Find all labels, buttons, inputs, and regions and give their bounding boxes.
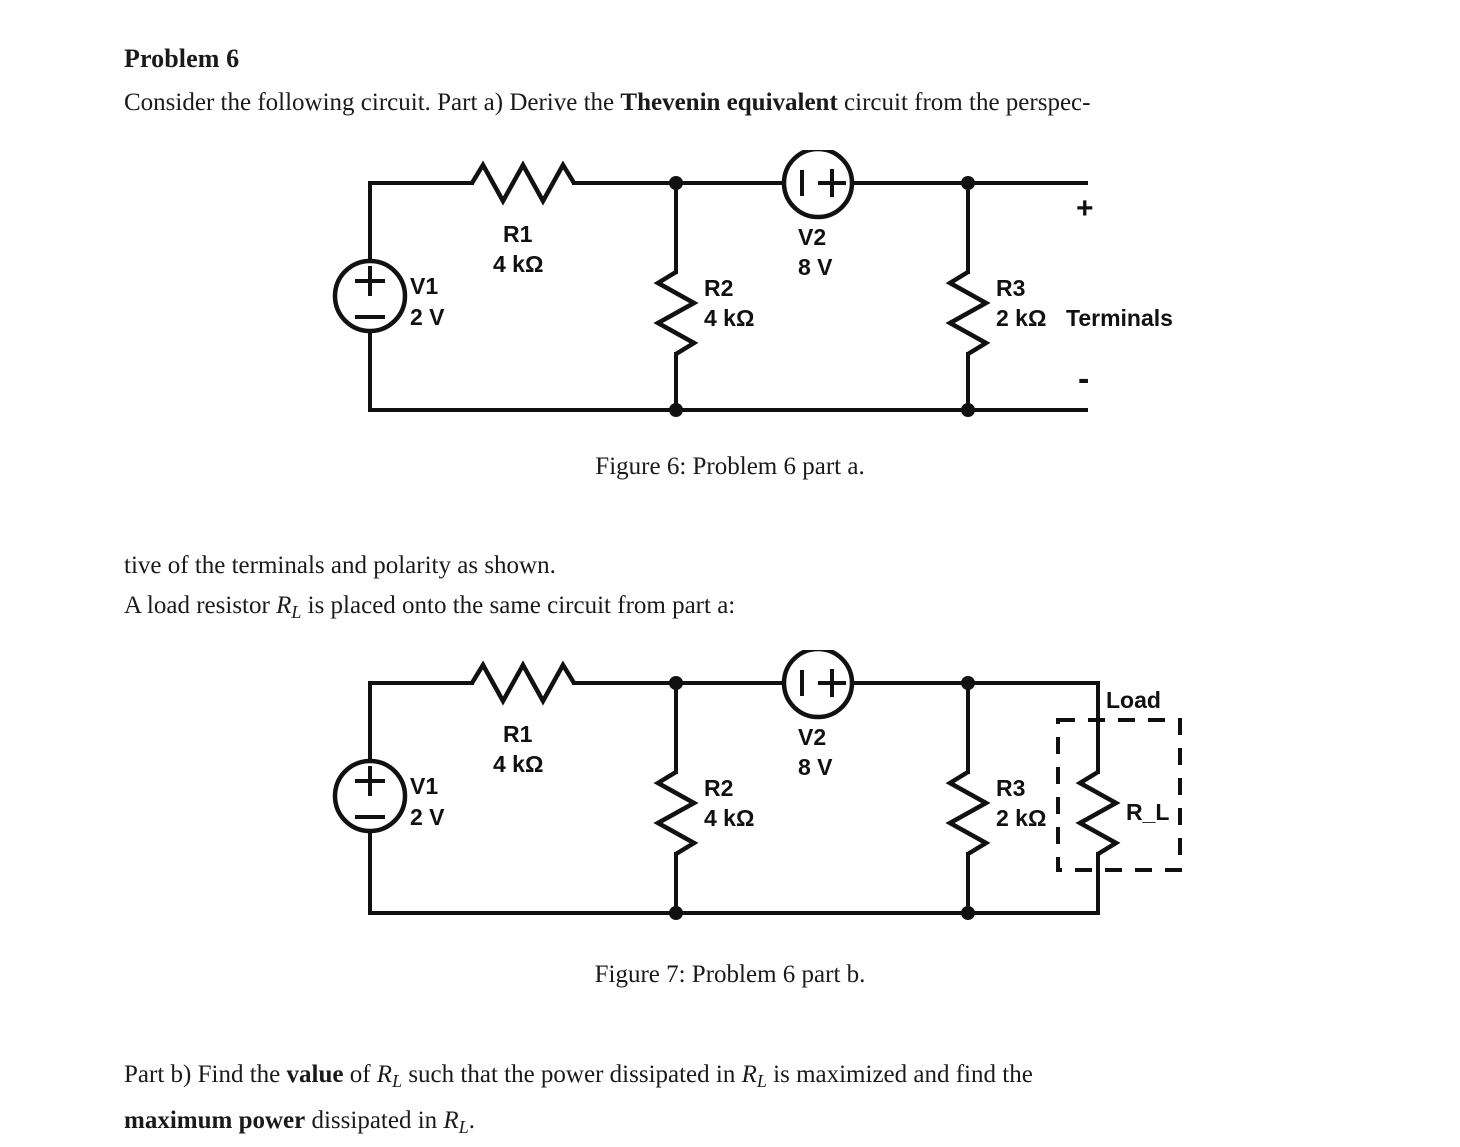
junction-node xyxy=(669,176,683,190)
terminals-label: Terminals xyxy=(1066,305,1173,331)
v2-label: V2 xyxy=(798,724,826,750)
r1-value: 4 kΩ xyxy=(493,751,543,777)
end-bold-value: value xyxy=(286,1061,344,1088)
v1-value: 2 V xyxy=(410,304,445,330)
rl-subscript-1: L xyxy=(392,1071,403,1092)
figure-7-caption: Figure 7: Problem 6 part b. xyxy=(594,961,866,988)
v1-label: V1 xyxy=(410,773,438,799)
r2-value: 4 kΩ xyxy=(704,305,754,331)
load-dashed-box xyxy=(1056,718,1182,872)
intro-paragraph: Consider the following circuit. Part a) … xyxy=(124,83,1414,123)
figure-6-circuit: V1 2 V R1 4 kΩ R2 4 kΩ V2 8 V R3 2 kΩ Te… xyxy=(300,150,1200,440)
junction-node xyxy=(961,176,975,190)
figure-6-caption: Figure 6: Problem 6 part a. xyxy=(595,453,865,480)
end-paragraph: Part b) Find the value of RL such that t… xyxy=(124,1055,1414,1147)
end-line-1: Part b) Find the value of RL such that t… xyxy=(124,1055,1414,1101)
terminal-plus-label: + xyxy=(1076,192,1094,225)
end-line-2: maximum power dissipated in RL. xyxy=(124,1101,1414,1147)
middle-line-2-before: A load resistor xyxy=(124,592,277,619)
r3-label: R3 xyxy=(996,275,1025,301)
rl-subscript-2: L xyxy=(756,1071,767,1092)
intro-bold-thevenin: Thevenin equivalent xyxy=(620,89,838,116)
junction-node xyxy=(961,403,975,417)
end-text-3: such that the power dissipated in xyxy=(402,1061,742,1088)
end-text-1: Part b) Find the xyxy=(124,1061,287,1088)
load-resistor-symbol: R xyxy=(276,592,292,619)
rl-symbol-3: R xyxy=(443,1107,459,1135)
r3-value: 2 kΩ xyxy=(996,805,1046,831)
page-title: Problem 6 xyxy=(124,44,240,73)
terminal-minus-label: - xyxy=(1078,360,1089,398)
r2-value: 4 kΩ xyxy=(704,805,754,831)
rl-subscript-3: L xyxy=(458,1117,469,1138)
junction-node xyxy=(669,403,683,417)
junction-node xyxy=(669,906,683,920)
figure-7-circuit: V1 2 V R1 4 kΩ R2 4 kΩ V2 8 V R3 2 kΩ Lo… xyxy=(300,650,1200,940)
rl-symbol-2: R xyxy=(741,1061,757,1088)
end-text-5: dissipated in xyxy=(305,1107,444,1135)
r3-value: 2 kΩ xyxy=(996,305,1046,331)
rl-symbol-1: R xyxy=(376,1061,393,1088)
r1-label: R1 xyxy=(503,721,533,747)
r3-label: R3 xyxy=(996,775,1025,801)
v2-label: V2 xyxy=(798,224,826,250)
junction-node xyxy=(961,906,975,920)
load-label: Load xyxy=(1106,687,1161,713)
middle-paragraph: tive of the terminals and polarity as sh… xyxy=(124,546,1414,632)
v1-label: V1 xyxy=(410,273,438,299)
middle-line-2-after: is placed onto the same circuit from par… xyxy=(301,592,736,619)
r1-label: R1 xyxy=(503,221,533,247)
v2-value: 8 V xyxy=(798,254,833,280)
intro-text-after: circuit from the perspec- xyxy=(837,89,1091,116)
middle-line-1: tive of the terminals and polarity as sh… xyxy=(124,552,556,579)
intro-text-before: Consider the following circuit. Part a) … xyxy=(124,89,621,116)
r2-label: R2 xyxy=(704,275,733,301)
junction-node xyxy=(961,676,975,690)
end-text-4: is maximized and find the xyxy=(766,1061,1033,1088)
v2-value: 8 V xyxy=(798,754,833,780)
middle-line-2: A load resistor RL is placed onto the sa… xyxy=(124,586,1414,632)
rl-label: R_L xyxy=(1126,799,1169,825)
end-text-6: . xyxy=(468,1107,475,1135)
load-resistor-zigzag xyxy=(1075,770,1121,856)
load-resistor-subscript: L xyxy=(291,602,302,623)
r2-label: R2 xyxy=(704,775,733,801)
v1-value: 2 V xyxy=(410,804,445,830)
end-bold-maximum-power: maximum power xyxy=(124,1107,306,1135)
r1-value: 4 kΩ xyxy=(493,251,543,277)
junction-node xyxy=(669,676,683,690)
end-text-2: of xyxy=(343,1061,377,1088)
